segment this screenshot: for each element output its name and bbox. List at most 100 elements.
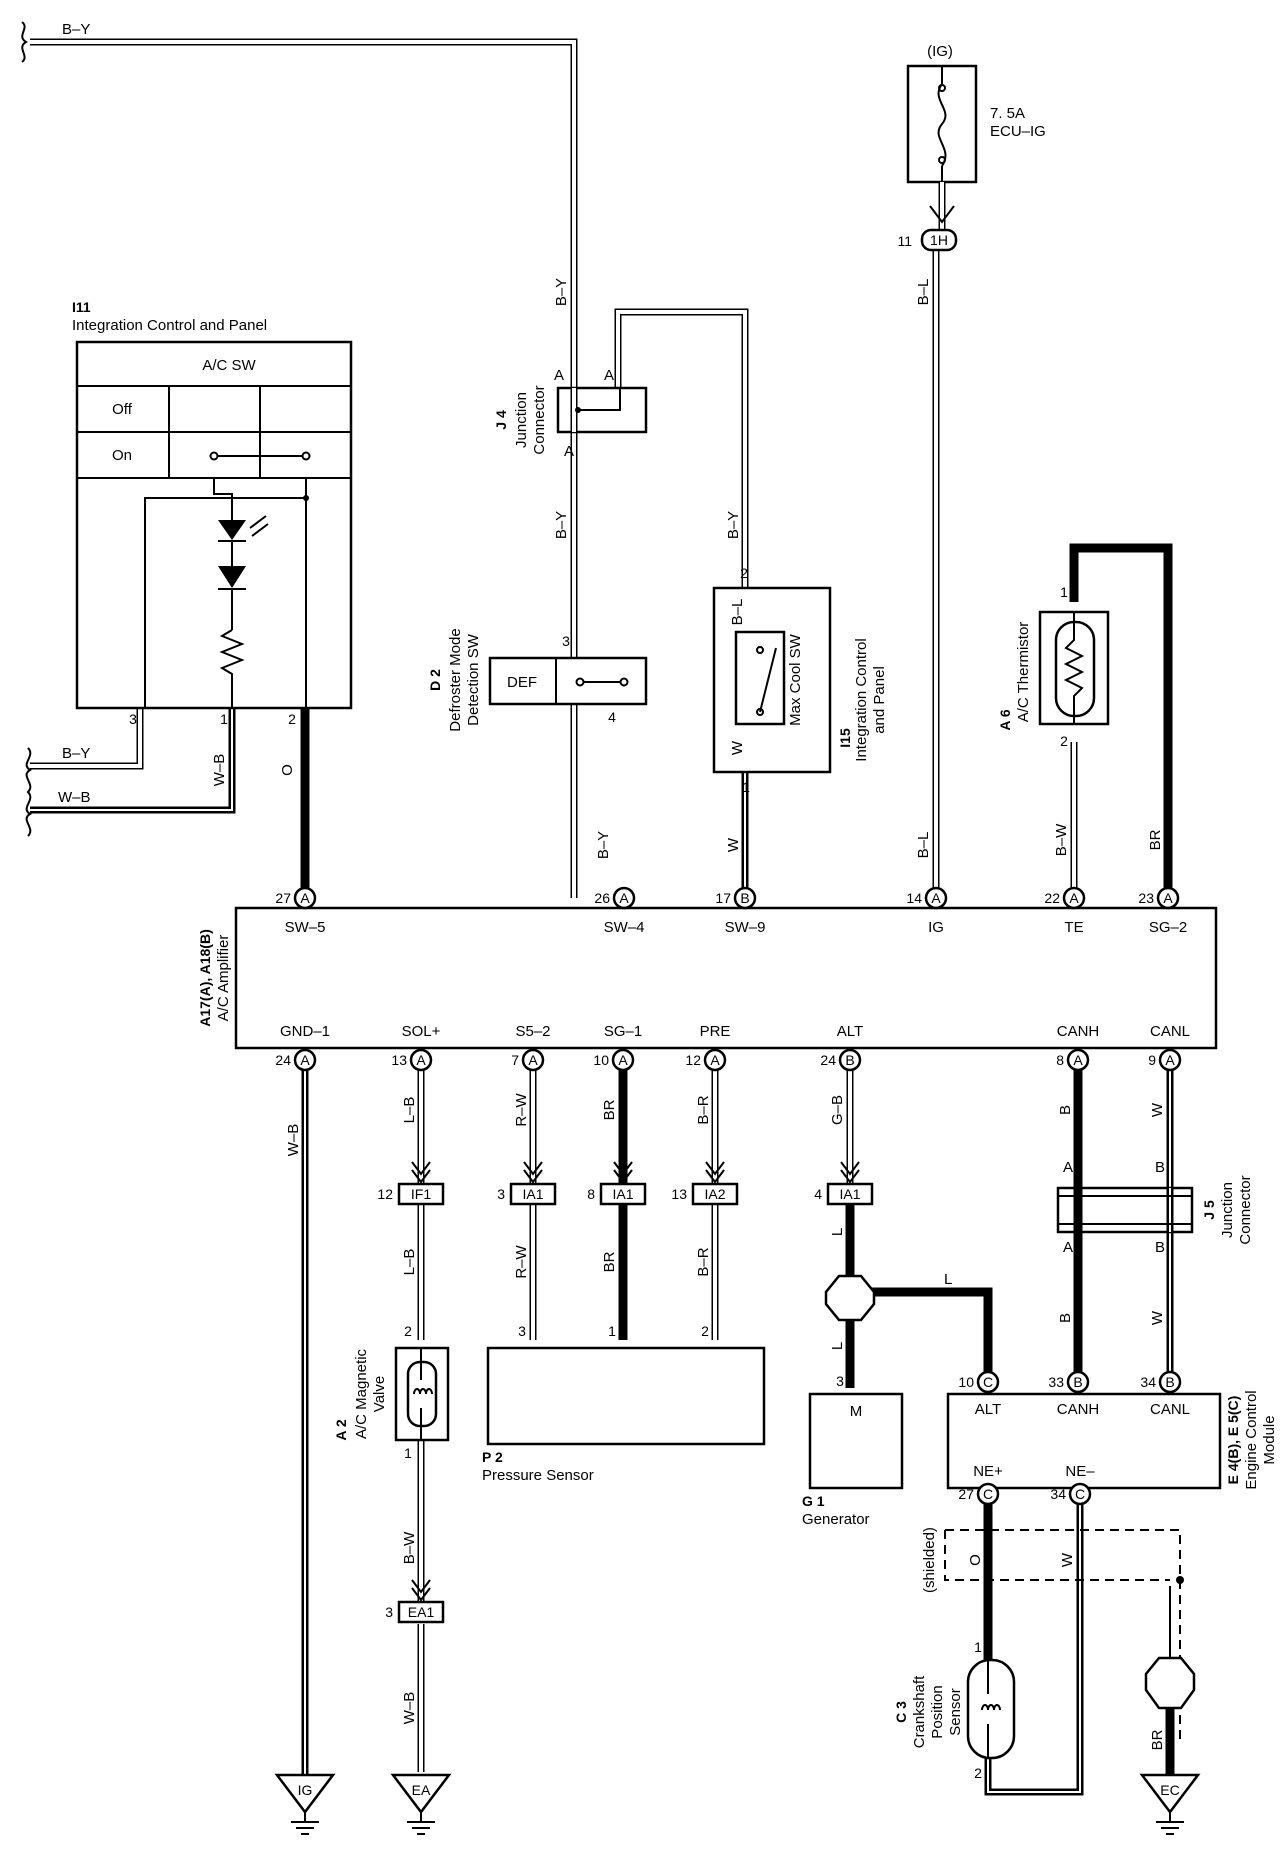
ecm-name2: Module [1261,1415,1278,1464]
c3-name1: Crankshaft [911,1675,928,1748]
d2-name1: Defroster Mode [447,628,464,731]
off-label: Off [112,401,133,418]
wire-label-by-def: B–Y [553,511,570,539]
connector-id: IA1 [839,1186,860,1202]
wire-label-br-ec: BR [1149,1729,1166,1750]
def-label: DEF [507,674,537,691]
j4-name1: Junction [513,392,530,448]
connector-id: IA1 [612,1186,633,1202]
terminal-pin-number: 33 [1048,1374,1064,1390]
terminal-label: ALT [975,1401,1001,1418]
i15-code: I15 [837,728,853,748]
terminal-pin-number: 24 [820,1052,836,1068]
terminal-label: ALT [837,1023,863,1040]
terminal-connector-letter: A [618,1052,628,1068]
j5-a-top: A [1063,1159,1073,1176]
j5-a-bottom: A [1063,1239,1073,1256]
i15-name2: and Panel [871,666,888,734]
terminal-label: SW–5 [285,919,326,936]
fuse-name: ECU–IG [990,123,1046,140]
a6-pin2: 2 [1060,733,1068,749]
j4-a-top-left: A [554,367,564,384]
connector-pin: 8 [587,1186,595,1202]
j1h-pin: 11 [897,233,912,249]
ecm-name1: Engine Control [1243,1390,1260,1489]
wire-label-br1: BR [601,1099,618,1120]
i15-pin2: 2 [740,565,748,581]
a2-pin2: 2 [404,1323,412,1339]
g1-term: M [850,1403,863,1420]
terminal-pin-number: 34 [1140,1374,1156,1390]
ground-ig-icon: IG [274,1773,336,1835]
wire-label-b2: B [1057,1313,1074,1323]
terminal-pin-number: 27 [958,1486,974,1502]
max-cool-label: Max Cool SW [787,633,804,726]
ground-ec-icon: EC [1139,1773,1201,1835]
j5-code: J 5 [1201,1200,1217,1220]
a2-name1: A/C Magnetic [353,1348,370,1439]
wire-label-by-top: B–Y [62,21,90,38]
terminal-label: TE [1064,919,1083,936]
resistor-icon [219,629,245,708]
p2-name: Pressure Sensor [482,1467,594,1484]
ground-label: IG [298,1782,313,1798]
terminal-connector-letter: B [1073,1374,1082,1390]
ecm-code: E 4(B), E 5(C) [1225,1396,1241,1485]
terminal-connector-letter: A [931,890,941,906]
terminal-connector-letter: A [710,1052,720,1068]
wire-label-lb1: L–B [401,1097,418,1124]
wire-label-b1: B [1057,1105,1074,1115]
terminal-connector-letter: A [1165,1052,1175,1068]
terminal-pin-number: 8 [1056,1052,1064,1068]
j4-a-bottom: A [564,443,574,460]
c3-crankshaft-sensor: 1 2 C 3 Crankshaft Position Sensor [893,1639,1016,1781]
terminal-connector-letter: C [983,1374,993,1390]
terminal-pin-number: 26 [594,890,610,906]
p2-pressure-sensor: 3 1 2 P 2 Pressure Sensor [482,1323,766,1484]
terminal-connector-letter: A [1163,890,1173,906]
wire-label-w1: W [1149,1102,1166,1117]
wire-label-o-ne: O [967,1554,984,1566]
terminal-pin-number: 10 [593,1052,609,1068]
terminal-label: CANL [1150,1401,1190,1418]
wire-label-bw-therm: B–W [1053,823,1070,856]
a2-pin1: 1 [404,1445,412,1461]
d2-code: D 2 [427,669,443,691]
diode-icon [218,566,246,588]
terminal-connector-letter: A [300,890,310,906]
terminal-pin-number: 22 [1044,890,1060,906]
terminal-connector-letter: B [845,1052,854,1068]
i11-integration-panel: I11 Integration Control and Panel A/C SW… [72,299,353,727]
a6-thermistor: 1 2 A 6 A/C Thermistor [997,584,1110,749]
terminal-connector-letter: A [1069,890,1079,906]
wire-label-bl-top: B–L [915,279,932,306]
connector-pin: 4 [814,1186,822,1202]
j5-name1: Junction [1219,1182,1236,1238]
fuse-icon [937,83,947,167]
terminal-pin-number: 7 [511,1052,519,1068]
terminal-connector-letter: B [1165,1374,1174,1390]
wire-label-br3: B–R [695,1095,712,1124]
terminal-connector-letter: A [416,1052,426,1068]
connector-pin: 12 [377,1186,393,1202]
terminal-pin-number: 23 [1138,890,1154,906]
i15-max-cool-switch: 2 B–L W Max Cool SW 1 I15 Integration Co… [712,565,888,795]
splice-icon [824,1274,876,1322]
terminal-pin-number: 10 [958,1374,974,1390]
